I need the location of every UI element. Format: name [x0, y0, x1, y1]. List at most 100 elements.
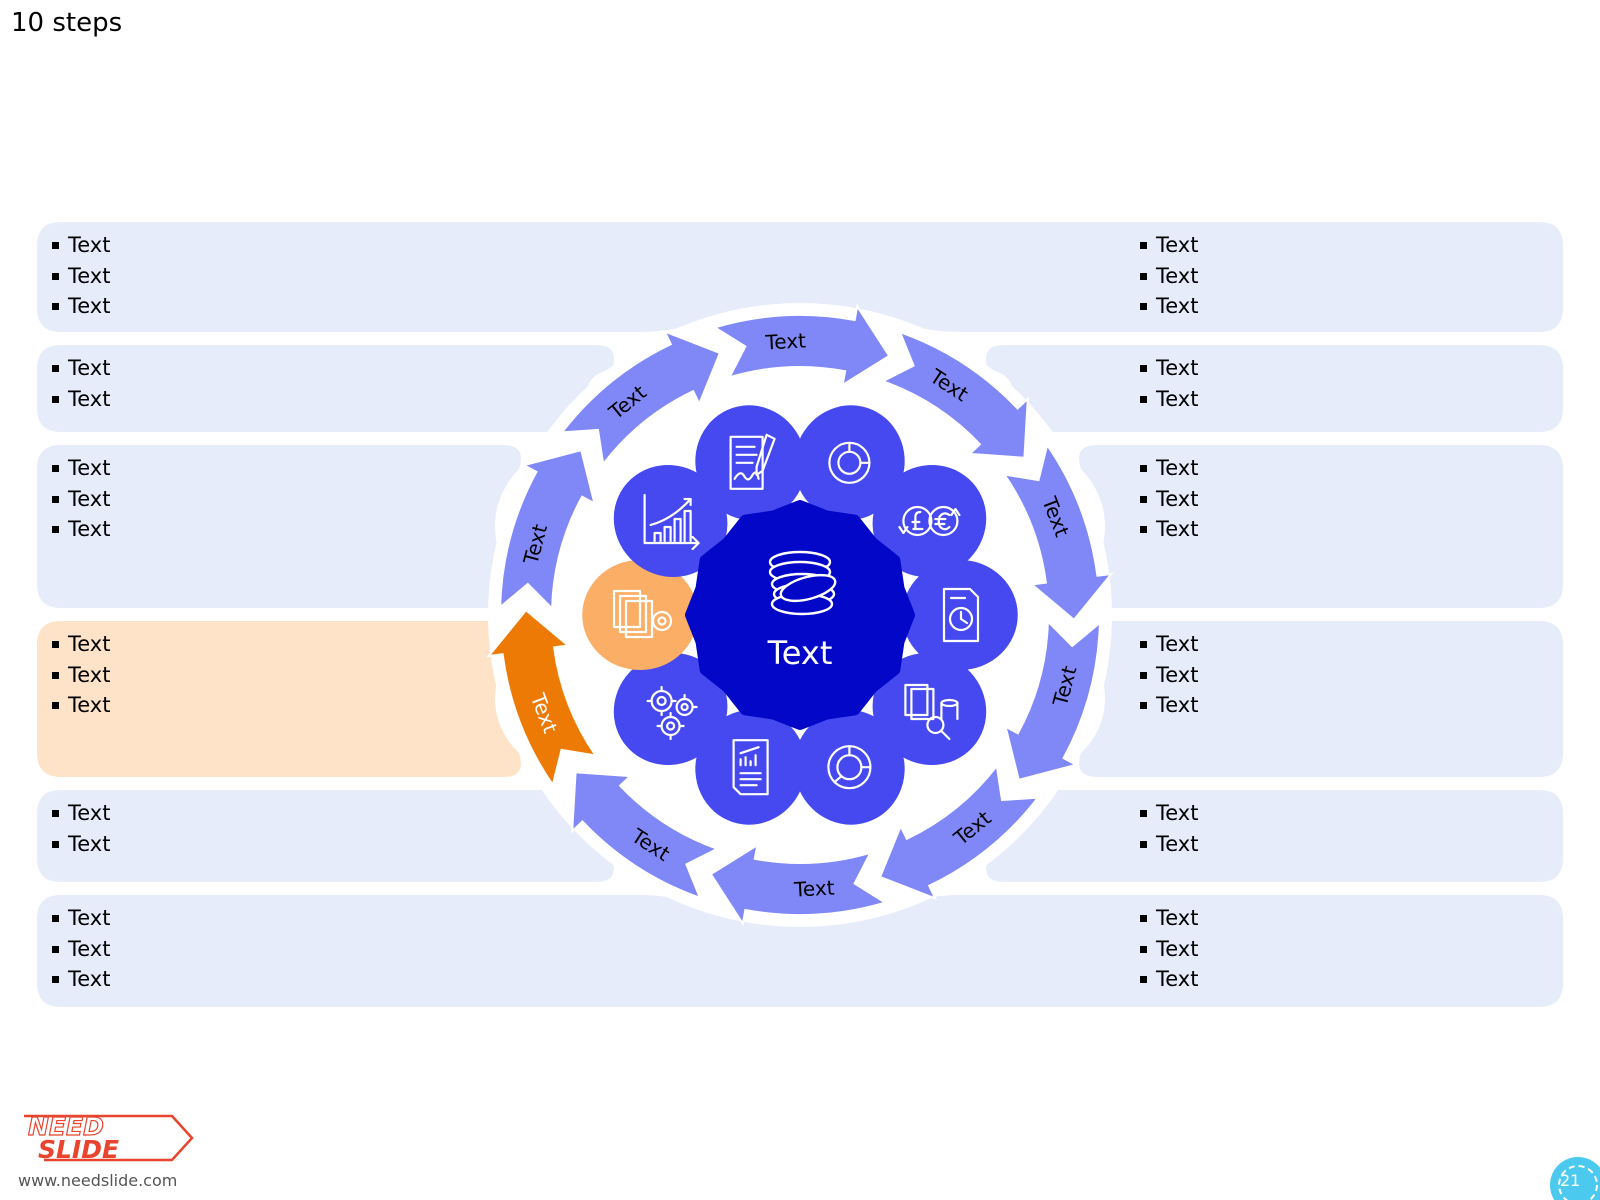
coins-icon: [768, 550, 837, 616]
bullet-item: Text: [1137, 629, 1198, 660]
icon-bubble-5: [794, 709, 905, 825]
bullet-item: Text: [1137, 660, 1198, 691]
right-panel-2: [986, 345, 1563, 432]
page-number: 21: [1560, 1171, 1581, 1190]
bullet-item: Text: [1137, 690, 1198, 721]
icon-bubble-4: [872, 653, 987, 765]
step-arrow-9: [499, 448, 596, 611]
bullet-item: Text: [49, 291, 110, 322]
page-number-badge: [1550, 1157, 1600, 1200]
left-panel-2: [37, 345, 614, 432]
bullet-item: Text: [1137, 261, 1198, 292]
icon-bubble-10: [695, 405, 806, 521]
icon-bubble-1: [794, 405, 905, 521]
step-arrow-1: [712, 303, 891, 387]
logo-line1: NEED: [28, 1112, 104, 1141]
step-arrow-2: [880, 330, 1029, 459]
bullet-item: Text: [1137, 934, 1198, 965]
bullet-item: Text: [1137, 829, 1198, 860]
bullet-item: Text: [49, 629, 110, 660]
slide-title: 10 steps: [11, 8, 123, 38]
step-label-6: Text: [792, 876, 835, 902]
pie-chart-icon: [828, 441, 871, 484]
bullet-item: Text: [49, 230, 110, 261]
right-panel-5: [986, 790, 1563, 882]
report-chart-icon: [732, 739, 769, 796]
documents-gear-icon: [612, 589, 673, 639]
bullet-item: Text: [49, 484, 110, 515]
contract-signing-icon: [729, 433, 776, 490]
bullet-item: Text: [1137, 384, 1198, 415]
bullet-item: Text: [1137, 230, 1198, 261]
step-label-1: Text: [764, 328, 807, 354]
panel-band-1: [37, 222, 1563, 332]
bullet-item: Text: [49, 798, 110, 829]
needslide-logo: NEED SLIDE: [14, 1111, 194, 1172]
right-panel-4: [1079, 621, 1563, 777]
icon-bubble-8: [582, 560, 698, 670]
center-label: Text: [767, 634, 833, 672]
icon-bubbles: [582, 405, 1018, 825]
document-clock-icon: [942, 587, 980, 643]
bullet-item: Text: [49, 690, 110, 721]
donut-chart-icon: [827, 745, 872, 790]
bullet-item: Text: [1137, 453, 1198, 484]
icon-bubble-3: [902, 560, 1018, 670]
document-search-icon: [904, 683, 959, 741]
bullet-item: Text: [49, 453, 110, 484]
step-arrow-6: [709, 843, 888, 927]
left-panels: [37, 222, 1563, 1007]
growth-chart-icon: [643, 493, 700, 551]
left-panel-5: [37, 790, 614, 882]
bullet-item: Text: [1137, 903, 1198, 934]
bullet-item: Text: [49, 353, 110, 384]
bullet-item: Text: [49, 514, 110, 545]
bullet-item: Text: [49, 903, 110, 934]
icon-bubble-6: [695, 709, 806, 825]
left-panel-3: [37, 445, 521, 608]
step-arrow-4: [1004, 619, 1101, 782]
icon-bubble-7: [613, 653, 728, 765]
bullet-item: Text: [1137, 964, 1198, 995]
step-arrow-3: [1002, 442, 1114, 622]
step-arrow-5: [878, 763, 1041, 901]
step-arrow-8: [486, 608, 598, 788]
logo-line2: SLIDE: [38, 1135, 119, 1164]
panel-band-6: [37, 895, 1563, 1007]
bullet-item: Text: [49, 829, 110, 860]
bullet-item: Text: [49, 964, 110, 995]
currency-exchange-icon: [898, 505, 961, 537]
left-panel-4: [37, 621, 521, 777]
bullet-item: Text: [49, 934, 110, 965]
center-hub: Text: [685, 500, 915, 730]
bullet-item: Text: [1137, 514, 1198, 545]
bullet-item: Text: [49, 261, 110, 292]
icon-bubble-9: [613, 465, 728, 577]
logo-url[interactable]: www.needslide.com: [18, 1171, 178, 1190]
step-arrow-10: [559, 329, 722, 467]
right-panels: [986, 345, 1563, 882]
icon-bubble-2: [872, 465, 987, 577]
bullet-item: Text: [49, 660, 110, 691]
gears-icon: [646, 685, 698, 741]
bullet-item: Text: [49, 384, 110, 415]
bullet-item: Text: [1137, 798, 1198, 829]
right-panel-3: [1079, 445, 1563, 608]
step-arrow-7: [571, 771, 720, 900]
bullet-item: Text: [1137, 353, 1198, 384]
bullet-item: Text: [1137, 484, 1198, 515]
